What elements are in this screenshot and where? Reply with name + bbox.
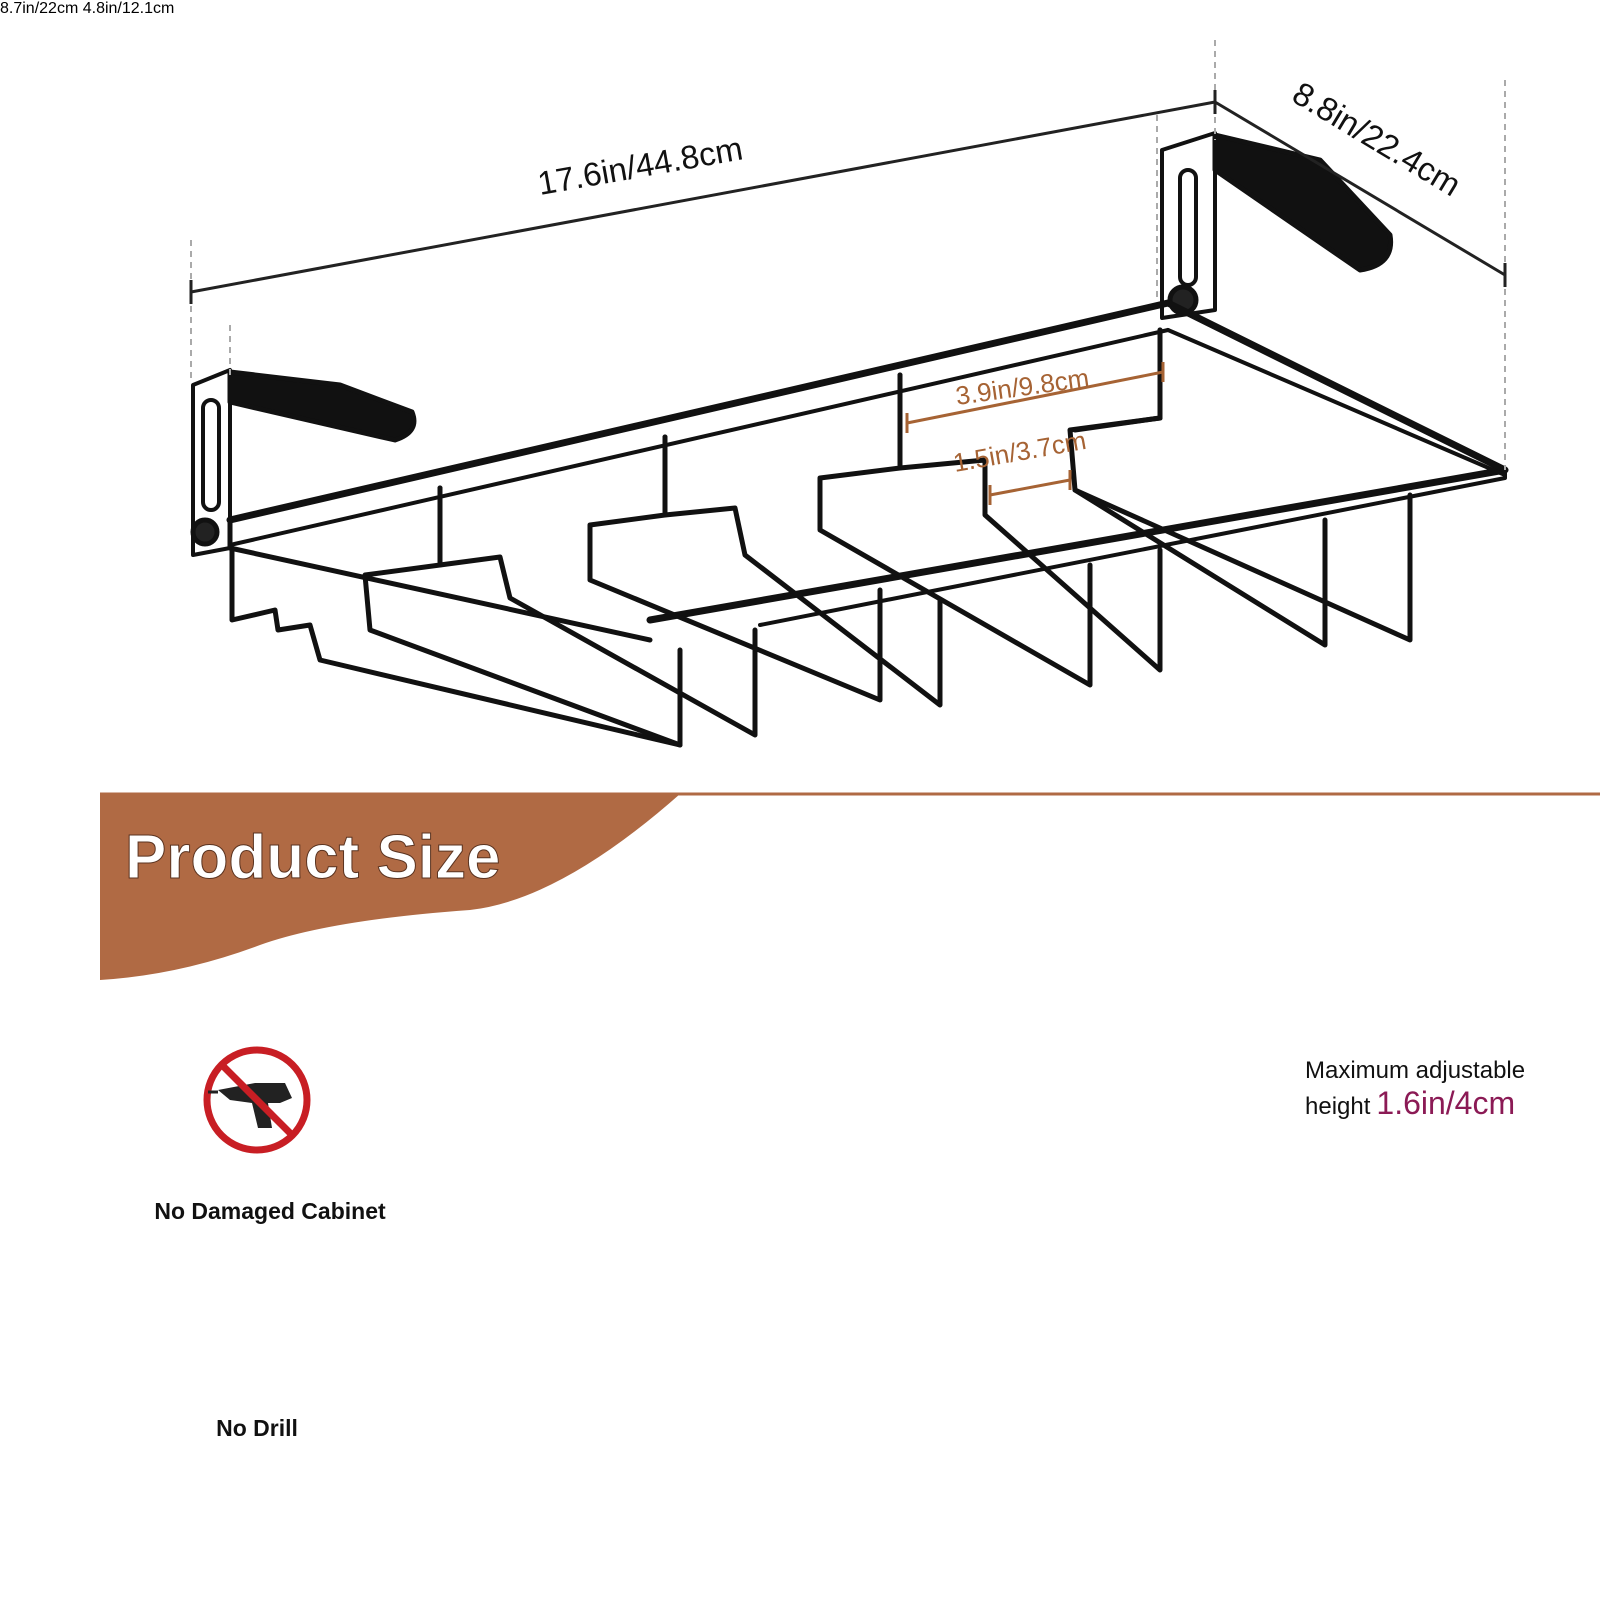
overall-depth-line <box>1214 100 1506 277</box>
left-bolt-icon <box>190 517 220 547</box>
rack-illustration <box>190 131 1509 748</box>
overall-length-line <box>190 100 1216 294</box>
feature-label-no-drill: No Drill <box>216 1415 298 1441</box>
right-bracket <box>1160 131 1217 320</box>
max-height-value: 1.6in/4cm <box>1376 1085 1516 1121</box>
dimension-lines-top <box>189 40 1507 470</box>
no-drill-machine-icon <box>203 1046 311 1154</box>
feature-label-no-damaged-cabinet: No Damaged Cabinet <box>154 1198 386 1224</box>
rail-length-label: 8.7in/22cm <box>0 0 79 17</box>
banner-shape <box>100 794 680 980</box>
slot-spacing-line <box>906 370 1164 425</box>
overall-length-label: 17.6in/44.8cm <box>535 129 746 201</box>
max-height-label-word: height <box>1305 1093 1371 1120</box>
bracket-depth-label: 4.8in/12.1cm <box>82 0 175 17</box>
slot-spacing-label: 3.9in/9.8cm <box>954 363 1091 411</box>
max-height-label-line1: Maximum adjustable <box>1305 1057 1526 1084</box>
slot-width-label: 1.5in/3.7cm <box>951 425 1089 478</box>
banner-title: Product Size <box>125 823 501 892</box>
slot-width-line <box>989 478 1071 497</box>
